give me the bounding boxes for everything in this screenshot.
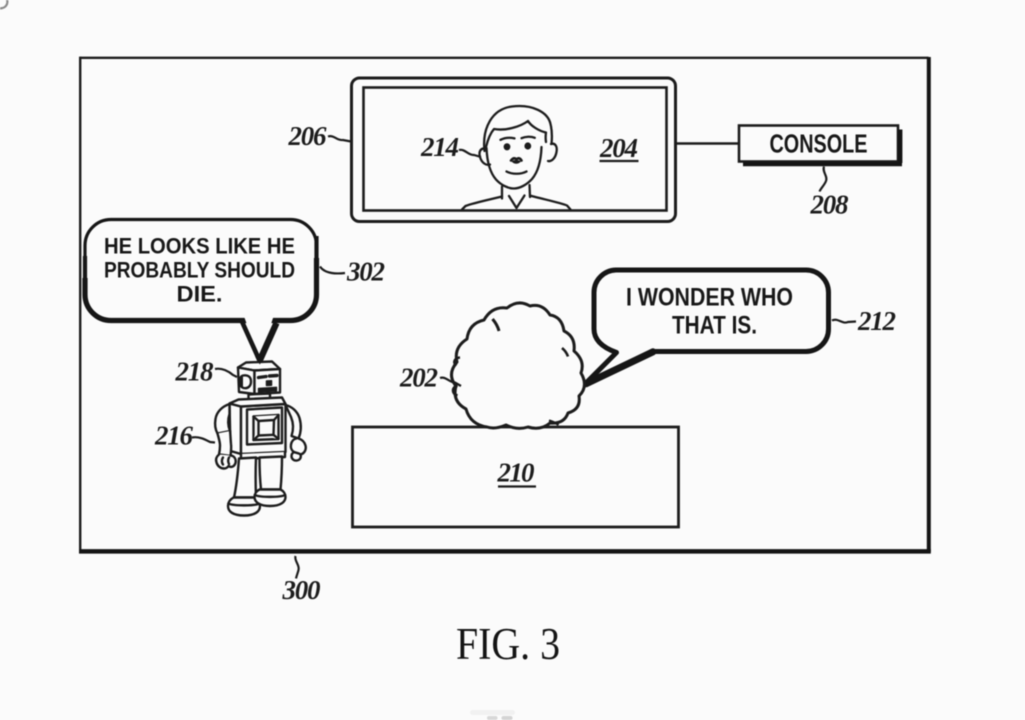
svg-text:202: 202 xyxy=(399,363,438,393)
svg-text:300: 300 xyxy=(282,575,322,605)
svg-text:I WONDER WHO: I WONDER WHO xyxy=(626,284,793,312)
svg-text:212: 212 xyxy=(857,306,896,336)
svg-text:HE LOOKS LIKE HE: HE LOOKS LIKE HE xyxy=(104,234,295,259)
svg-text:206: 206 xyxy=(288,121,328,151)
svg-text:218: 218 xyxy=(175,357,215,387)
svg-text:302: 302 xyxy=(346,257,385,287)
svg-text:204: 204 xyxy=(599,133,638,163)
svg-text:DIE.: DIE. xyxy=(177,282,223,307)
svg-text:FIG. 3: FIG. 3 xyxy=(456,619,560,669)
svg-text:208: 208 xyxy=(810,190,850,220)
svg-text:216: 216 xyxy=(154,421,194,451)
svg-text:THAT IS.: THAT IS. xyxy=(672,312,757,340)
svg-text:214: 214 xyxy=(420,132,459,162)
svg-text:CONSOLE: CONSOLE xyxy=(770,131,868,159)
svg-text:PROBABLY SHOULD: PROBABLY SHOULD xyxy=(104,258,295,283)
svg-text:210: 210 xyxy=(497,458,536,488)
